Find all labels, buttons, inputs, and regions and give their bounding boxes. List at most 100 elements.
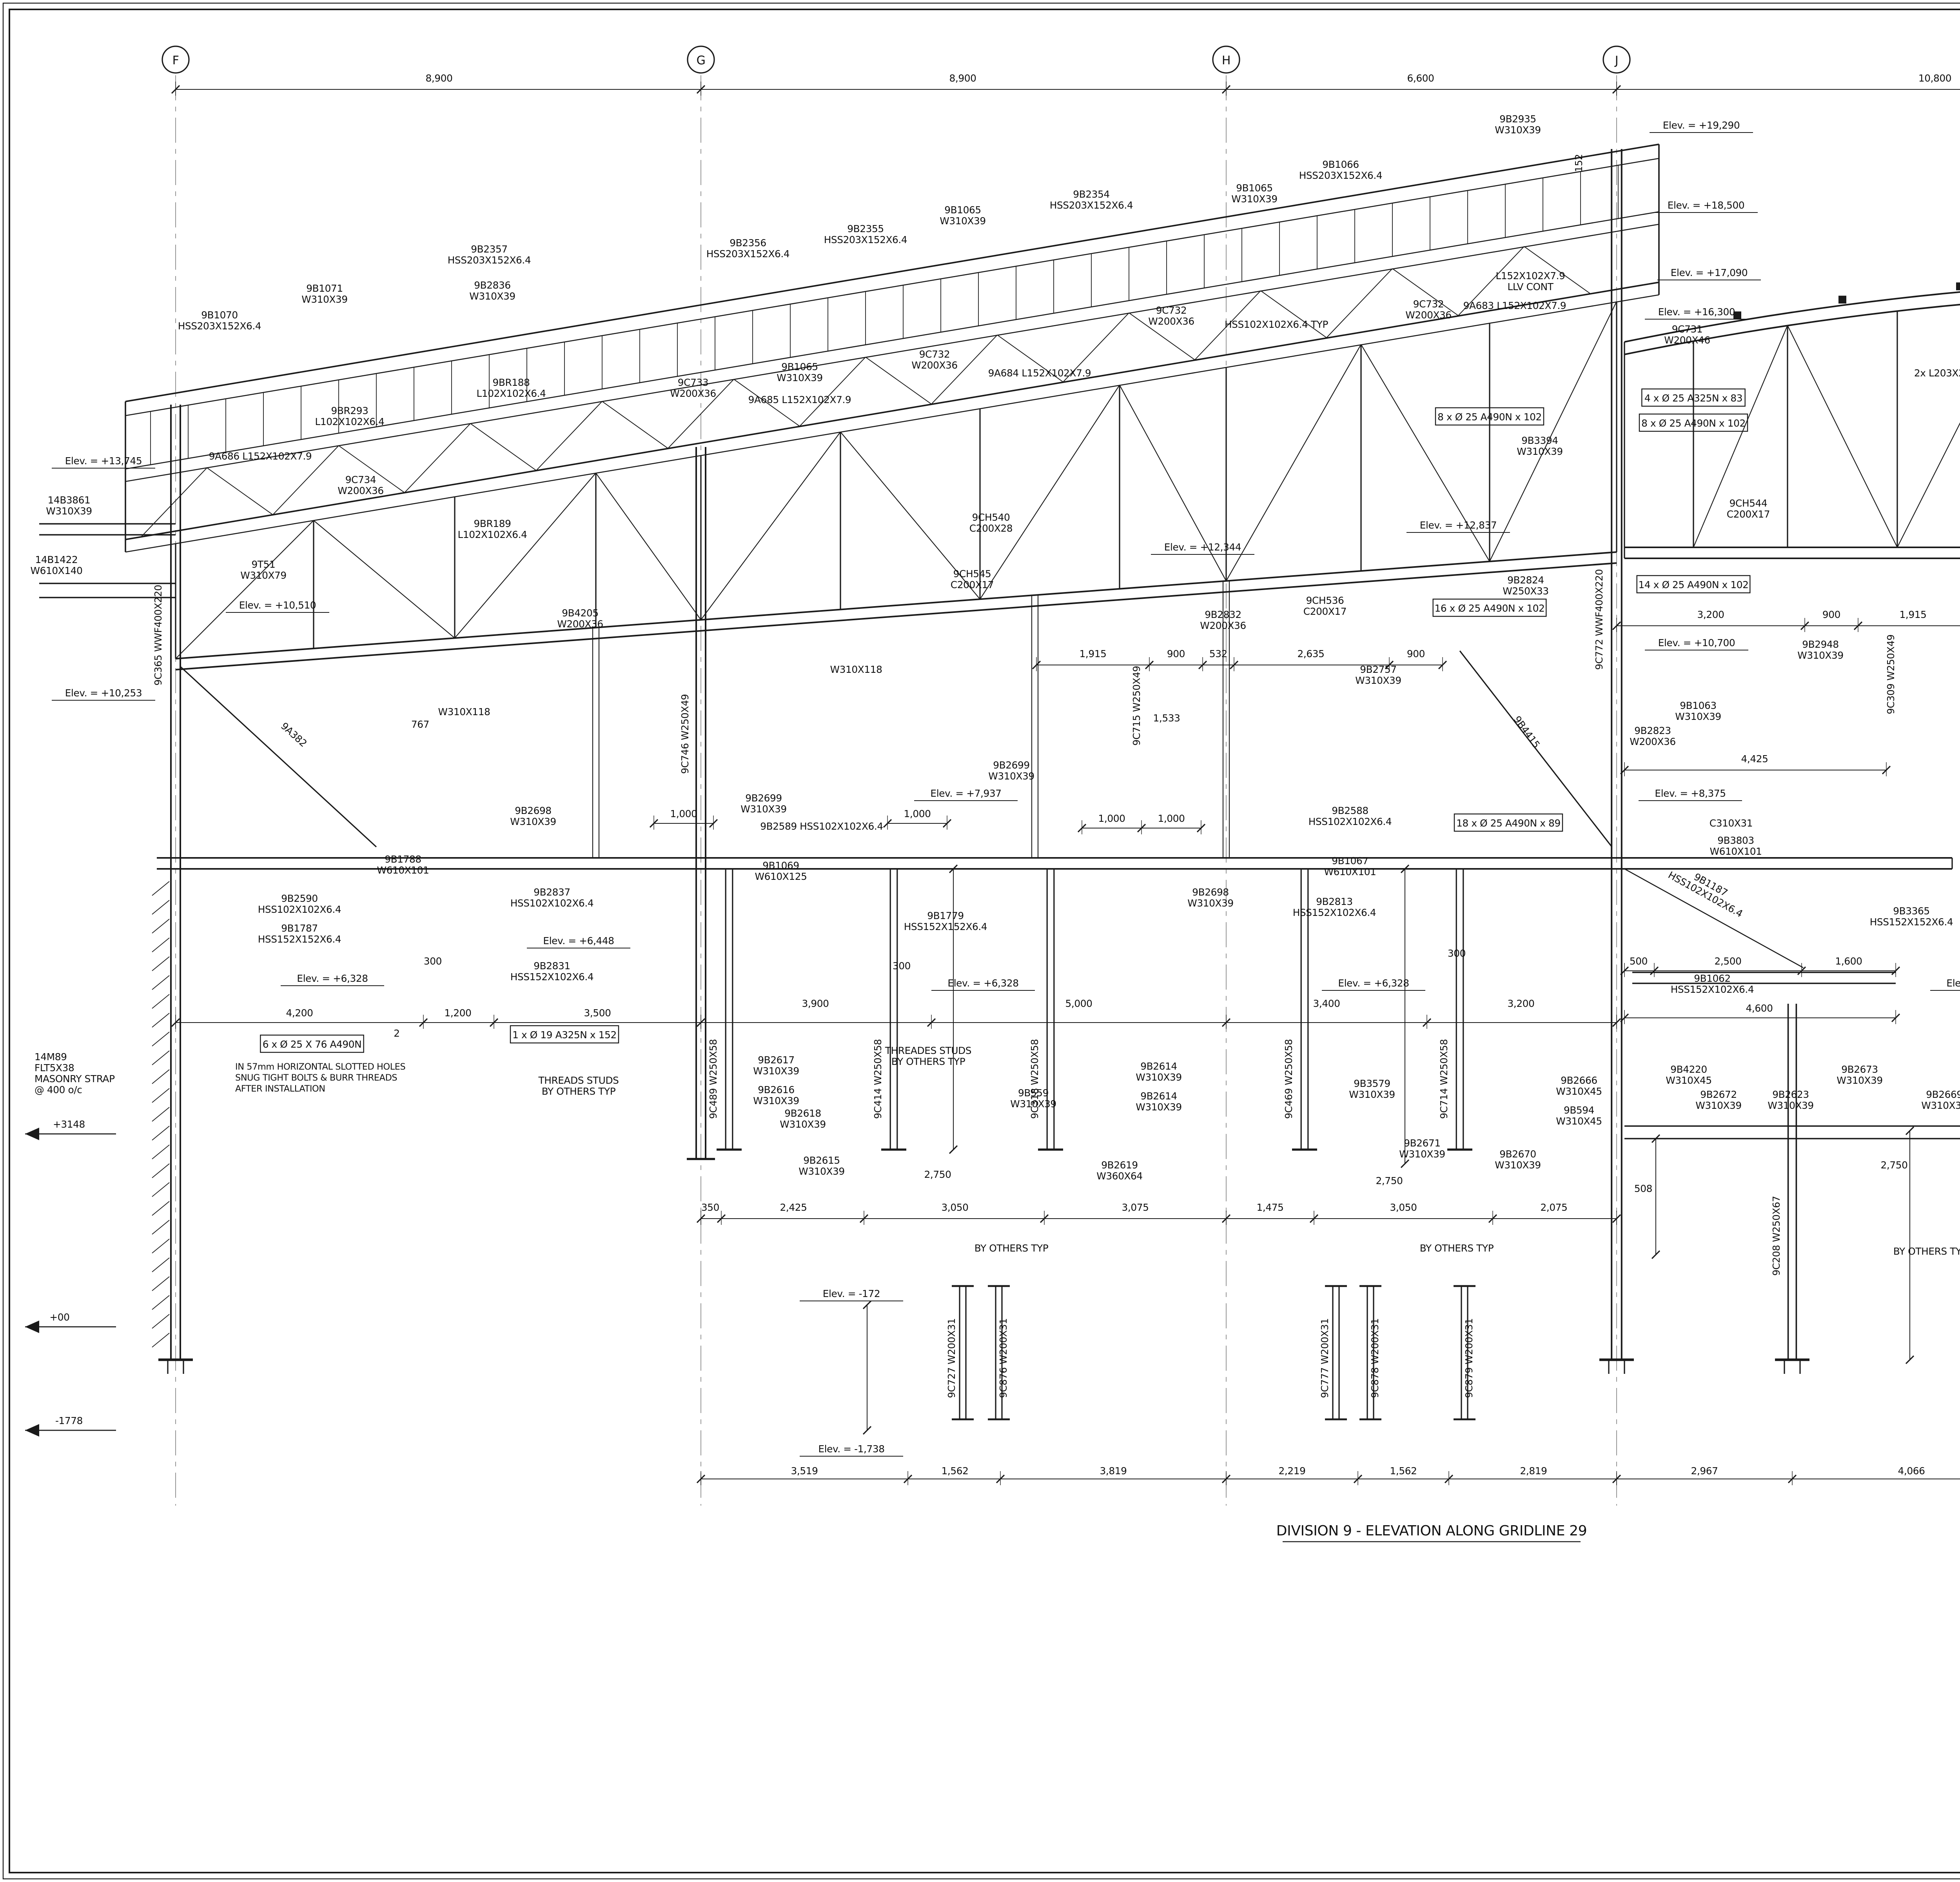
dimension-lines [171,82,1960,1485]
drawing-label: 2,967 [1691,1465,1718,1477]
drawing-label: 1,533 [1153,712,1180,724]
bolt-callout: 1 x Ø 19 A325N x 152 [512,1029,617,1041]
drawing-label: 350 [701,1202,719,1213]
drawing-label: 1,600 [1835,956,1862,967]
drawing-label: 2,819 [1520,1465,1547,1477]
drawing-label: 1,000 [1098,813,1125,824]
drawing-label: W310X118 [438,706,490,718]
elevation-label: Elev. = +18,500 [1668,200,1745,211]
member-label-rotated: 9C715 W250X49 [1131,666,1142,746]
drawing-label: 3,075 [1122,1202,1149,1213]
drawing-label: 2,425 [780,1202,807,1213]
member-label-rotated: 9C878 W200X31 [1369,1318,1381,1398]
drawing-label: +3148 [53,1119,85,1130]
drawing-label: 9A683 L152X102X7.9 [1463,300,1566,311]
drawing-label: -1778 [55,1415,83,1426]
drawing-label: 1,475 [1257,1202,1284,1213]
bolt-callout: 6 x Ø 25 X 76 A490N [263,1039,362,1050]
member-label-rotated: 9C879 W200X31 [1463,1318,1475,1398]
bolt-callout: 4 x Ø 25 A325N x 83 [1644,392,1742,404]
drawing-label: 4,425 [1741,753,1768,765]
elevation-label: Elev. = +12,837 [1420,520,1497,531]
drawing-label: 4,200 [286,1007,313,1019]
drawing-label: 2,500 [1715,956,1742,967]
elevation-label: Elev. = +13,745 [65,455,142,467]
drawing-label: 300 [1448,948,1466,959]
gridline-letter: G [697,54,706,67]
drawing-title: DIVISION 9 - ELEVATION ALONG GRIDLINE 29 [1276,1523,1587,1539]
elevation-label: Elev. = +16,300 [1658,306,1735,318]
elevation-label: Elev. = +6,328 [947,977,1018,989]
drawing-label: 2,219 [1279,1465,1306,1477]
drawing-label: C310X31 [1710,817,1753,829]
elevation-label: Elev. = +19,290 [1663,120,1740,131]
drawing-label: 8,900 [426,73,453,84]
elevation-label: Elev. = +10,700 [1658,637,1735,649]
elevation-label: Elev. = +8,375 [1655,788,1726,799]
member-label-rotated: 9C414 W250X58 [872,1039,884,1119]
drawing-label: 9A684 L152X102X7.9 [988,367,1091,379]
drawing-label: 5,000 [1065,998,1093,1009]
drawing-label: 1,562 [1390,1465,1417,1477]
drawing-label: 9A686 L152X102X7.9 [209,451,312,462]
elevation-label: Elev. = +6,328 [297,973,368,984]
gridline-bubble-F [162,45,190,74]
bolt-callout: 16 x Ø 25 A490N x 102 [1434,603,1544,614]
drawing-label: 4,066 [1898,1465,1925,1477]
elevation-label: Elev. = +10,510 [239,599,316,611]
gridline-letter: J [1614,54,1618,67]
drawing-label: 300 [424,956,442,967]
drawing-label: 1,200 [445,1007,472,1019]
drawing-label: 4,600 [1746,1003,1773,1014]
drawing-label: BY OTHERS TYP [1420,1243,1494,1254]
gridline-letter: F [172,54,179,67]
drawing-label: 3,819 [1100,1465,1127,1477]
drawing-label: 1,562 [942,1465,969,1477]
bolt-callout: 18 x Ø 25 A490N x 89 [1456,817,1561,829]
structure-linework [25,144,1960,1437]
drawing-label: 900 [1407,648,1425,659]
